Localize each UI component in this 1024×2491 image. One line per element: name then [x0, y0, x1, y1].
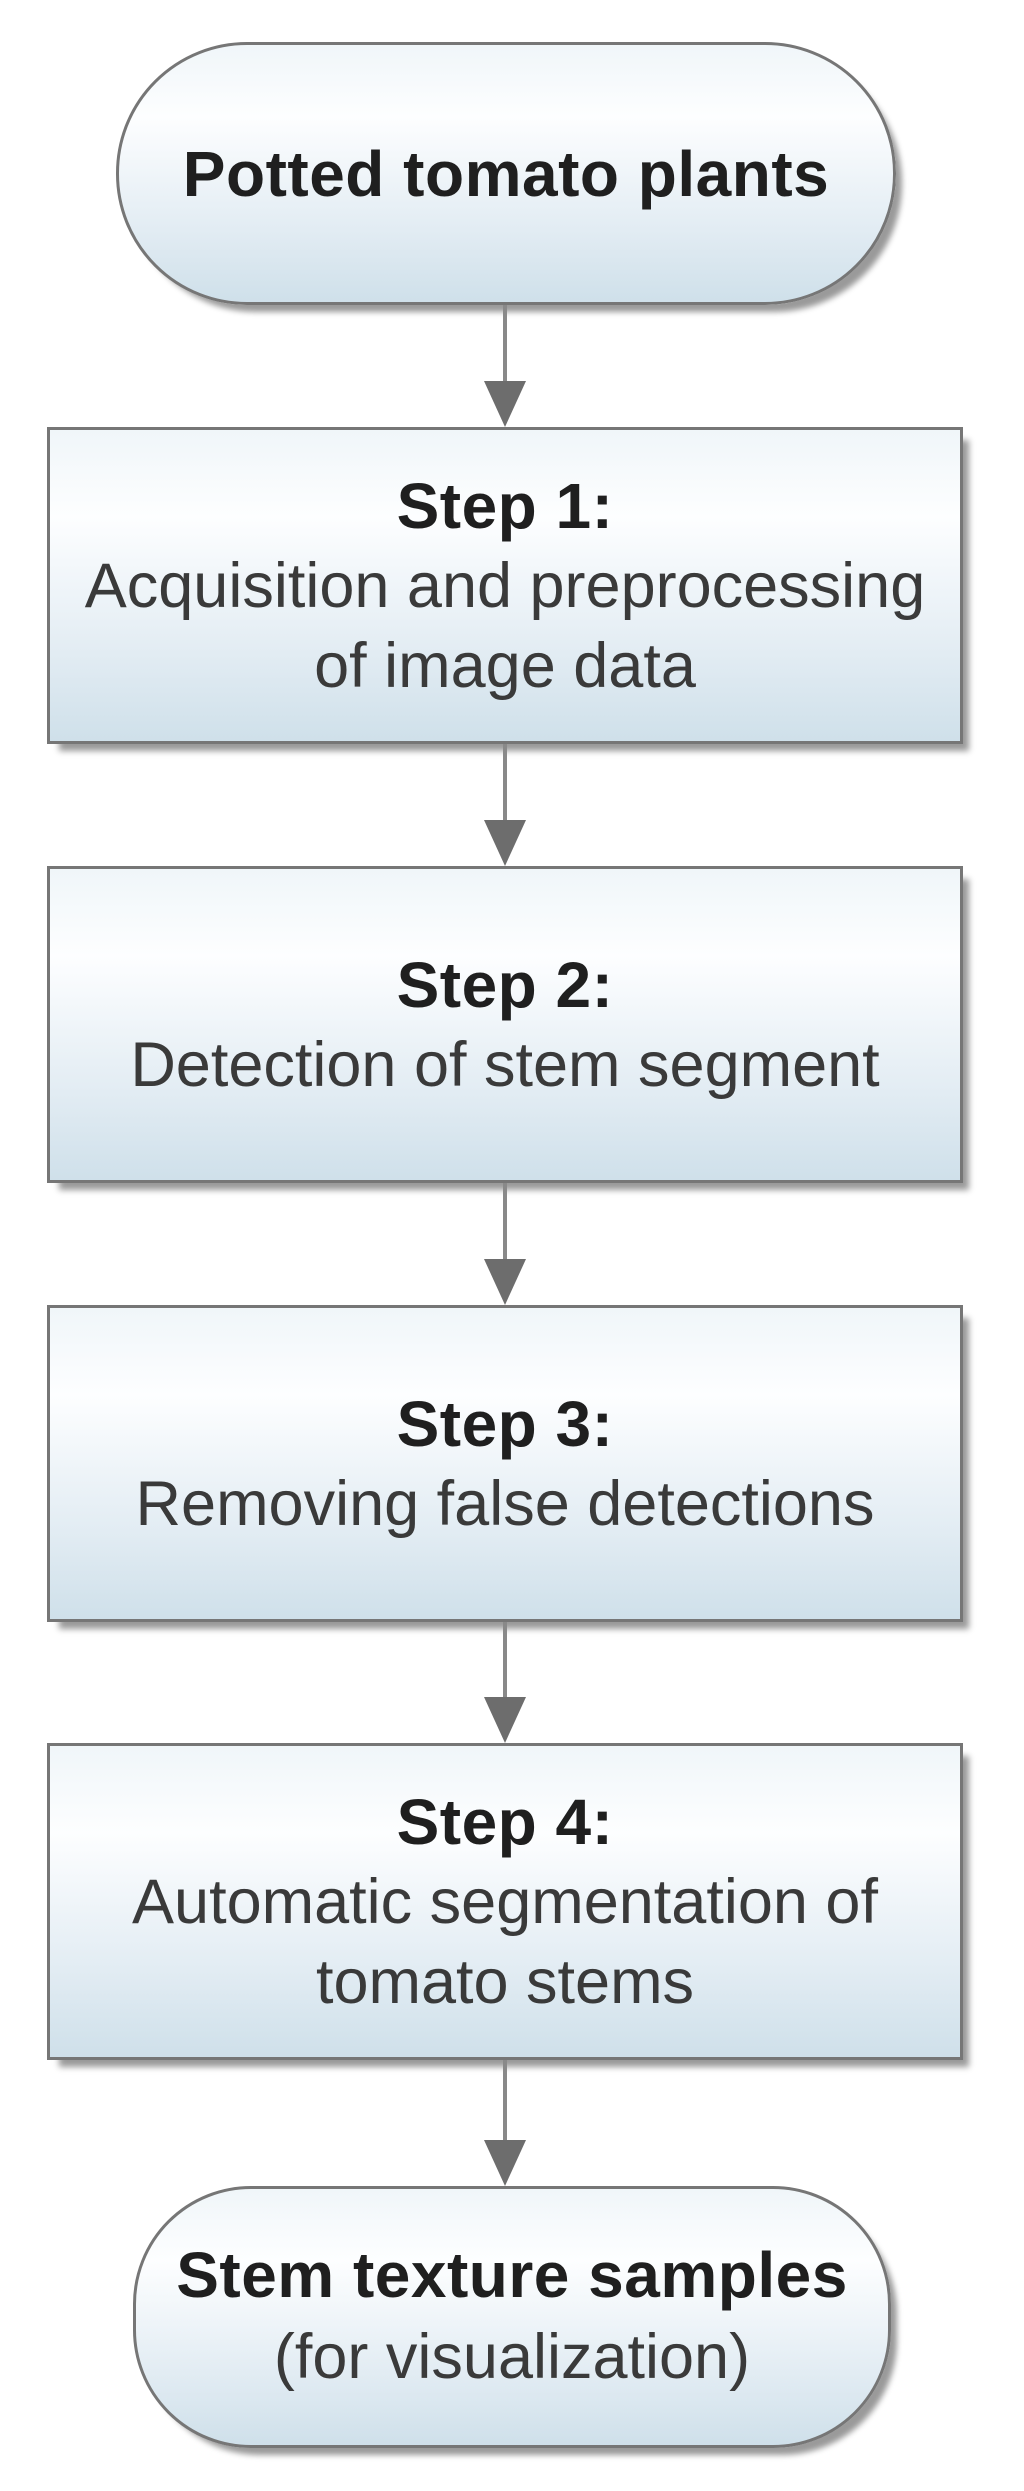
arrow-down-icon: [484, 820, 526, 866]
arrow-down-icon: [484, 381, 526, 427]
arrow-stem: [503, 1183, 507, 1263]
arrow-down-icon: [484, 1697, 526, 1743]
end-node-label: Stem texture samples: [176, 2239, 848, 2311]
step-2-title: Step 2:: [396, 948, 614, 1021]
step-3-description: Removing false detections: [135, 1468, 875, 1539]
arrow-down-icon: [484, 1259, 526, 1305]
start-node: Potted tomato plants: [116, 42, 896, 305]
arrow-stem: [503, 744, 507, 824]
arrow-stem: [503, 2060, 507, 2144]
step-4-description: Automatic segmentation of tomato stems: [132, 1866, 878, 2017]
step-3-box: Step 3: Removing false detections: [47, 1305, 963, 1622]
step-2-description: Detection of stem segment: [130, 1029, 880, 1100]
start-node-label: Potted tomato plants: [182, 137, 830, 210]
step-1-box: Step 1: Acquisition and preprocessing of…: [47, 427, 963, 744]
flow-arrow-1: [484, 305, 526, 427]
end-node-sublabel: (for visualization): [273, 2322, 751, 2392]
arrow-stem: [503, 1622, 507, 1701]
step-3-title: Step 3:: [396, 1387, 614, 1460]
step-4-title: Step 4:: [396, 1785, 614, 1858]
step-4-box: Step 4: Automatic segmentation of tomato…: [47, 1743, 963, 2060]
arrow-stem: [503, 305, 507, 385]
arrow-down-icon: [484, 2140, 526, 2186]
flow-arrow-3: [484, 1183, 526, 1305]
flow-arrow-2: [484, 744, 526, 866]
step-1-title: Step 1:: [396, 469, 614, 542]
flow-arrow-5: [484, 2060, 526, 2186]
flow-arrow-4: [484, 1622, 526, 1743]
end-node: Stem texture samples (for visualization): [133, 2186, 891, 2448]
step-2-box: Step 2: Detection of stem segment: [47, 866, 963, 1183]
step-1-description: Acquisition and preprocessing of image d…: [84, 550, 926, 701]
